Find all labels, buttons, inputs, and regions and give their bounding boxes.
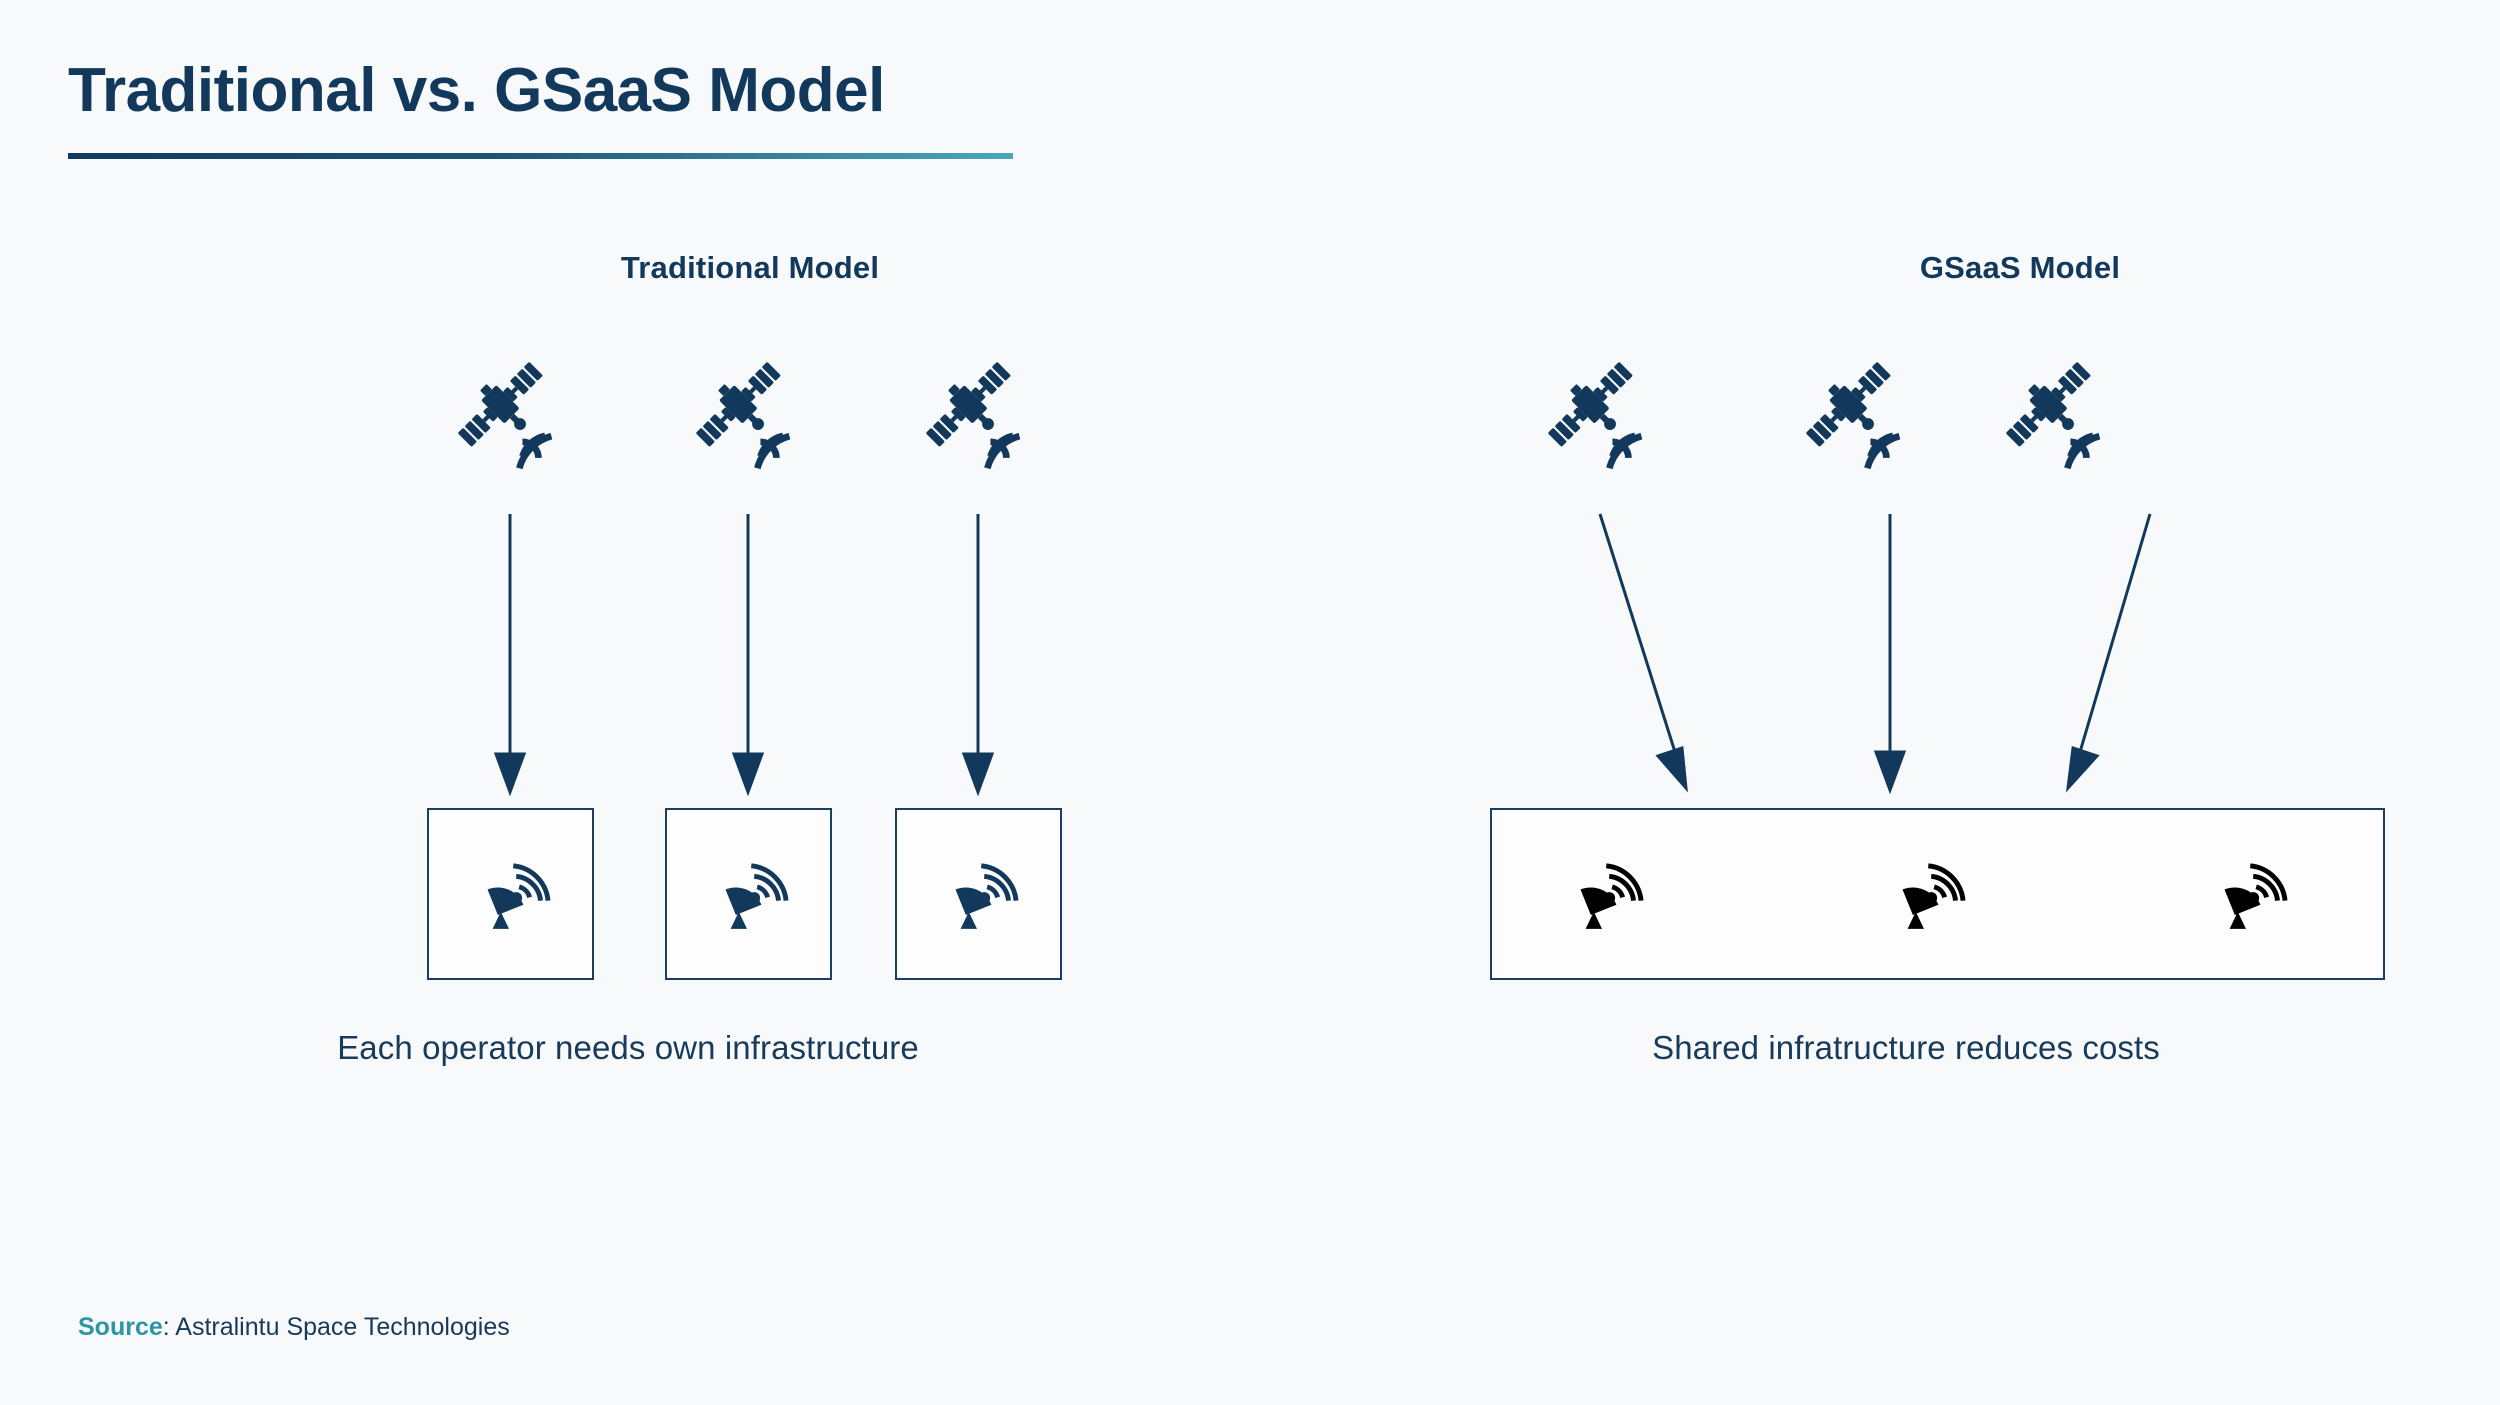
title-underline-rule	[68, 153, 1013, 160]
satellite-dish-icon	[705, 854, 789, 938]
panel-heading-traditional: Traditional Model	[620, 250, 880, 285]
title-block: Traditional vs. GSaaS Model	[68, 56, 1268, 160]
satellite-dish-icon	[935, 854, 1019, 938]
satellite-icon	[910, 346, 1042, 478]
satellite-icon	[1532, 346, 1664, 478]
ground-station-box	[427, 808, 594, 980]
satellite-dish-icon	[1560, 854, 1644, 938]
ground-station-row-gsaas	[1490, 808, 2500, 983]
satellite-icon	[680, 346, 812, 478]
satellite-icon	[1790, 346, 1922, 478]
satellite-icon	[442, 346, 574, 478]
arrow-layer-traditional	[220, 504, 1280, 804]
source-value: Astralintu Space Technologies	[175, 1313, 510, 1341]
satellite-dish-icon	[2204, 854, 2288, 938]
ground-station-box	[665, 808, 832, 980]
ground-station-row-traditional	[220, 808, 1280, 983]
satellite-row-traditional	[220, 346, 1280, 496]
source-label: Source	[78, 1313, 163, 1341]
panel-caption-gsaas: Shared infratructure reduces costs	[1652, 1029, 2160, 1066]
panel-heading-gsaas: GSaaS Model	[1919, 250, 2121, 285]
shared-ground-station-box	[1490, 808, 2385, 980]
source-line: Source: Astralintu Space Technologies	[78, 1313, 510, 1342]
satellite-icon	[1990, 346, 2122, 478]
panel-gsaas-model: GSaaS Model	[1490, 250, 2500, 1067]
satellite-dish-icon	[1882, 854, 1966, 938]
source-separator: :	[162, 1313, 176, 1341]
panel-traditional-model: Traditional Model	[220, 250, 1280, 1067]
satellite-dish-icon	[467, 854, 551, 938]
arrow-layer-gsaas	[1490, 504, 2500, 804]
ground-station-box	[895, 808, 1062, 980]
panel-caption-traditional: Each operator needs own infrastructure	[337, 1029, 919, 1066]
satellite-row-gsaas	[1490, 346, 2500, 496]
page-title: Traditional vs. GSaaS Model	[68, 56, 885, 125]
